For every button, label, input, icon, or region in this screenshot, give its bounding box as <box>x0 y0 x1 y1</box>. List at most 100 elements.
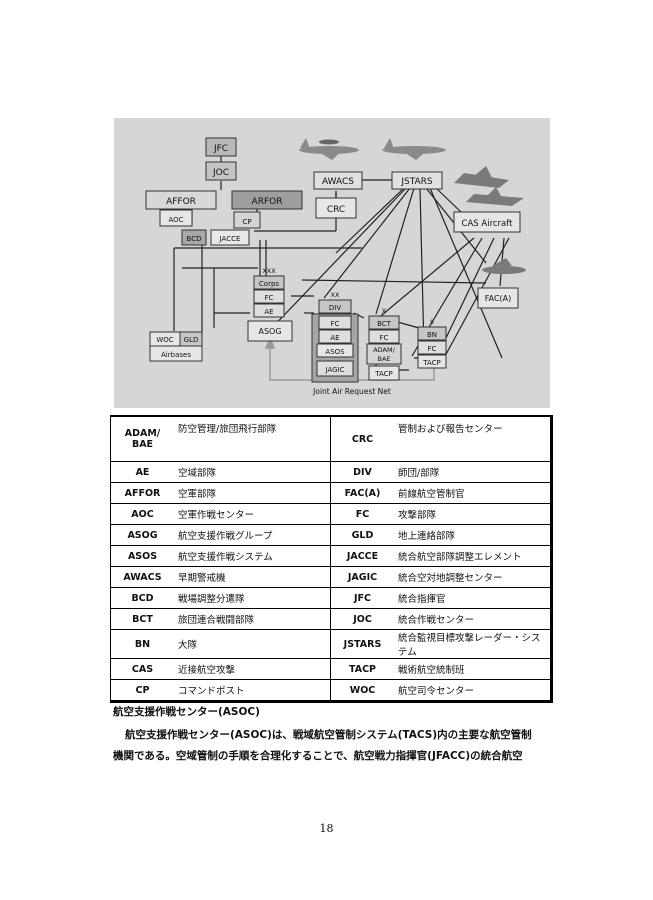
jstars-aircraft-icon <box>382 138 446 160</box>
abbr-key: AWACS <box>110 566 174 588</box>
abbr-desc: 空域部隊 <box>174 461 331 483</box>
label-bn-tacp: TACP <box>422 359 441 367</box>
abbr-key: GLD <box>330 524 394 546</box>
abbr-key: FC <box>330 503 394 525</box>
cas-fighter-icon <box>454 166 524 206</box>
affor-box <box>145 190 217 210</box>
abbr-key: JSTARS <box>330 629 394 659</box>
label-fac-a: FAC(A) <box>485 294 512 303</box>
abbr-desc: 統合作戦センター <box>394 608 553 630</box>
label-woc: WOC <box>156 336 173 344</box>
label-gld: GLD <box>184 336 199 344</box>
abbr-key: JFC <box>330 587 394 609</box>
abbr-desc: 空軍作戦センター <box>174 503 331 525</box>
abbr-desc: 戦場調整分遣隊 <box>174 587 331 609</box>
corps-ae-box <box>253 303 285 318</box>
cas-aircraft-box <box>453 211 521 233</box>
label-div-ae: AE <box>330 334 339 342</box>
abbr-key: FAC(A) <box>330 482 394 504</box>
label-arfor: ARFOR <box>252 197 283 207</box>
abbr-desc: 防空管理/旅団飛行部隊 <box>174 415 331 462</box>
abbr-key: AE <box>110 461 174 483</box>
fac-a-box <box>477 287 519 309</box>
abbr-key: BCT <box>110 608 174 630</box>
jagic-box <box>316 360 354 377</box>
abbr-key: JAGIC <box>330 566 394 588</box>
abbr-key: DIV <box>330 461 394 483</box>
label-crc: CRC <box>327 205 345 215</box>
label-asos: ASOS <box>325 348 345 356</box>
label-xx: XX <box>331 291 340 299</box>
bn-tacp-box <box>417 354 447 369</box>
label-bae: BAE <box>377 355 390 363</box>
abbr-key: BCD <box>110 587 174 609</box>
corps-fc-box <box>253 289 285 304</box>
label-bcd: BCD <box>187 235 202 243</box>
jfc-box <box>205 137 237 157</box>
label-jagic: JAGIC <box>325 366 345 374</box>
abbr-desc: 大隊 <box>174 629 331 659</box>
abbr-key: JOC <box>330 608 394 630</box>
asog-box <box>247 320 293 342</box>
label-x: X <box>382 307 387 315</box>
abbr-desc: 前線航空管制官 <box>394 482 553 504</box>
abbr-key: CAS <box>110 658 174 680</box>
label-div-fc: FC <box>331 320 340 328</box>
label-aoc: AOC <box>168 216 183 224</box>
abbr-desc: 管制および報告センター <box>394 415 553 462</box>
abbr-key: ASOS <box>110 545 174 567</box>
node-boxes <box>145 137 521 383</box>
jacce-box <box>210 229 250 246</box>
abbr-key: BN <box>110 629 174 659</box>
label-jacce: JACCE <box>219 235 241 243</box>
label-bct: BCT <box>377 320 392 328</box>
joc-box <box>205 161 237 181</box>
abbr-key: ASOG <box>110 524 174 546</box>
abbr-desc: 旅団連合戦闘部隊 <box>174 608 331 630</box>
abbr-desc: 近接航空攻撃 <box>174 658 331 680</box>
abbr-desc: 航空司令センター <box>394 679 553 703</box>
abbr-desc: 統合指揮官 <box>394 587 553 609</box>
abbr-desc: 早期警戒機 <box>174 566 331 588</box>
paragraph-line: 航空支援作戦センター(ASOC)は、戦域航空管制システム(TACS)内の主要な航… <box>125 729 532 741</box>
label-cas-aircraft: CAS Aircraft <box>462 219 514 229</box>
label-bct-fc: FC <box>380 334 389 342</box>
label-bn: BN <box>427 331 437 339</box>
div-fc-box <box>318 315 352 330</box>
label-affor: AFFOR <box>166 197 196 207</box>
organization-diagram: JFC JOC AFFOR ARFOR AOC CP BCD JACCE AWA… <box>114 118 550 408</box>
label-ii: II <box>430 318 434 326</box>
aoc-box <box>159 209 193 227</box>
awacs-aircraft-icon <box>299 138 359 160</box>
bct-tacp-box <box>368 365 400 381</box>
label-adam: ADAM/ <box>373 346 395 354</box>
abbr-desc: 攻撃部隊 <box>394 503 553 525</box>
abbr-key: CP <box>110 679 174 703</box>
jstars-box <box>391 171 443 190</box>
bn-fc-box <box>417 340 447 355</box>
abbr-desc: 統合監視目標攻撃レーダー・システム <box>394 629 553 659</box>
label-request-net: Joint Air Request Net <box>312 387 391 396</box>
adam-bae-box <box>366 343 402 365</box>
label-corps-fc: FC <box>265 294 274 302</box>
div-ae-box <box>318 329 352 344</box>
airbases-box <box>149 345 203 362</box>
label-joc: JOC <box>212 168 229 178</box>
bct-fc-box <box>368 329 400 344</box>
label-awacs: AWACS <box>322 177 354 187</box>
abbr-desc: 空軍部隊 <box>174 482 331 504</box>
corps-box <box>253 275 285 290</box>
label-airbases: Airbases <box>161 351 191 359</box>
fac-aircraft-icon <box>482 258 526 274</box>
label-jfc: JFC <box>213 144 228 154</box>
abbr-desc: 統合航空部隊調整エレメント <box>394 545 553 567</box>
label-corps-ae: AE <box>264 308 273 316</box>
